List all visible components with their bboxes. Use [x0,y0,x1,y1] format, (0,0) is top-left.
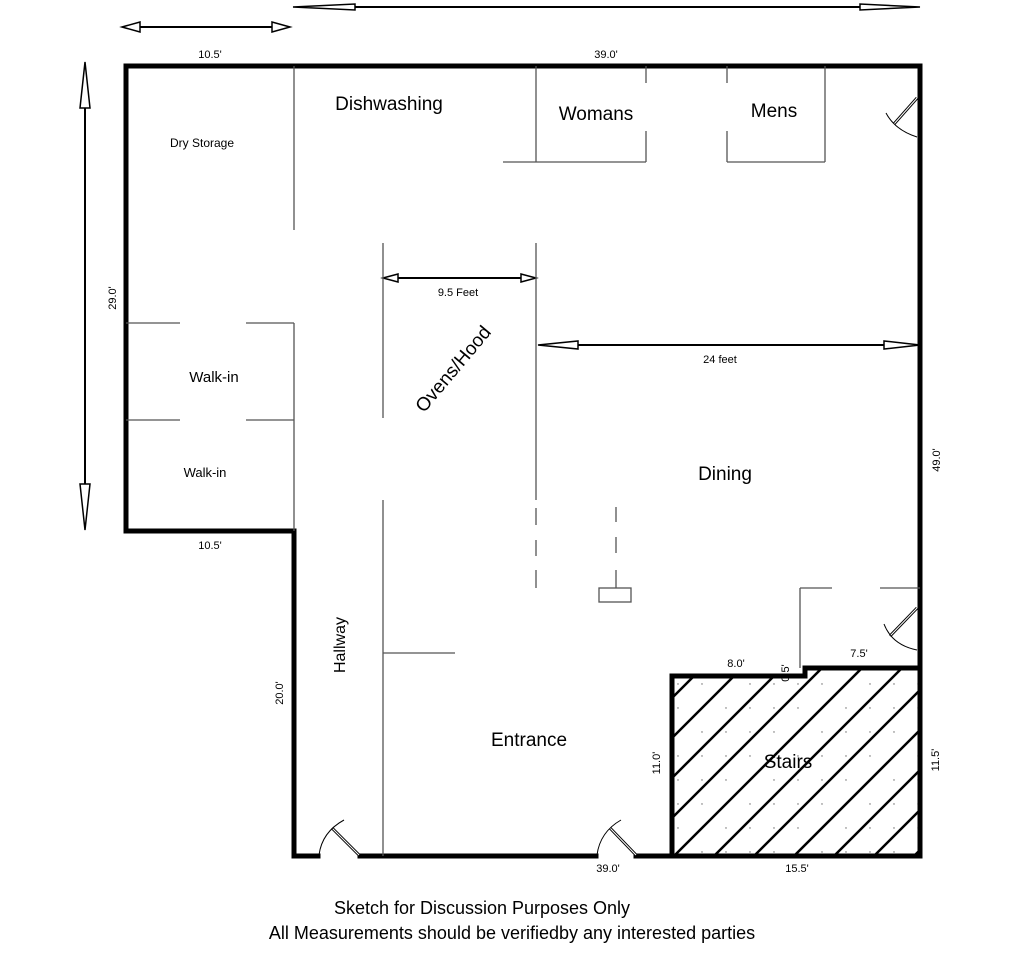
room-label-womans: Womans [559,104,634,125]
room-label-dining: Dining [698,464,752,485]
dim-top-left: 10.5' [198,49,222,61]
dimension-arrow-top [292,3,921,11]
dim-dining-width: 24 feet [703,354,737,366]
caption-line-1: Sketch for Discussion Purposes Only [333,898,631,918]
stairs-area [669,665,923,858]
door-entrance[interactable] [596,819,638,857]
dim-bottom: 39.0' [596,863,620,875]
room-label-ovens-hood: Ovens/Hood [412,322,496,416]
dimension-arrow-left [79,61,91,531]
dim-walkin-bottom: 10.5' [198,540,222,552]
dimension-arrow-top-left [119,21,293,33]
room-label-walk-in-1: Walk-in [189,369,238,386]
dim-aisle-width: 9.5 Feet [438,287,478,299]
room-label-hallway: Hallway [332,617,349,673]
room-label-dishwashing: Dishwashing [335,94,443,115]
dim-hallway-left: 20.0' [274,681,286,705]
door-top-right[interactable] [885,97,919,138]
room-label-mens: Mens [751,101,797,122]
dimension-arrow-aisle [380,273,539,283]
dim-stairs-bottom: 15.5' [785,863,809,875]
room-label-walk-in-2: Walk-in [184,465,227,480]
room-label-dry-storage: Dry Storage [170,136,234,150]
dim-left: 29.0' [107,286,119,310]
exterior-walls [123,63,923,859]
room-label-stairs: Stairs [764,752,813,773]
dim-stairs-left: 11.0' [651,752,663,775]
door-dining-right[interactable] [883,606,919,651]
dimension-arrow-dining [537,340,921,350]
caption-line-2: All Measurements should be verifiedby an… [268,923,756,943]
interior-walls [126,66,920,856]
dim-stairs-step: 0.5' [780,664,792,681]
dim-stairs-top-left: 8.0' [727,658,744,670]
dim-stairs-top-right: 7.5' [850,648,867,660]
room-label-entrance: Entrance [491,730,567,751]
dim-top: 39.0' [594,49,618,61]
dim-right: 49.0' [931,448,943,472]
dim-stairs-right: 11.5' [930,749,942,772]
door-hallway-exit[interactable] [318,819,361,857]
